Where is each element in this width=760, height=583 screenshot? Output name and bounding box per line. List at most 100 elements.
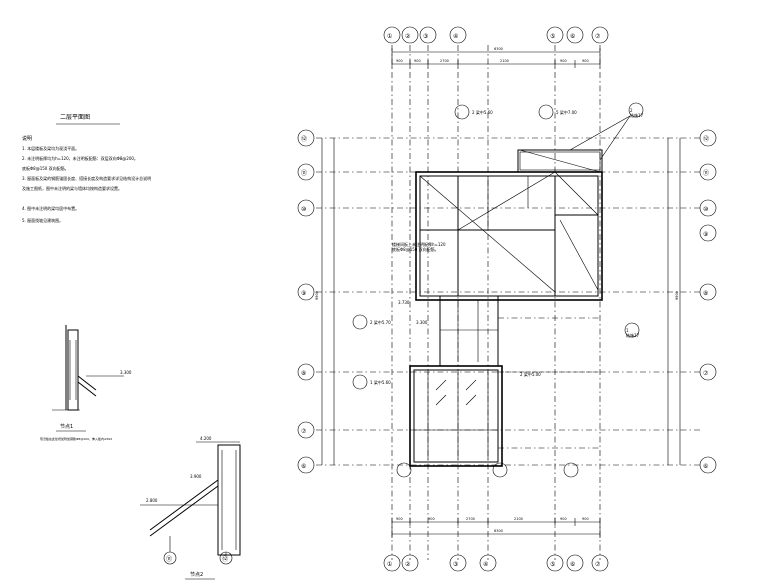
lower-block-outline (409, 365, 503, 467)
note-7: 5. 屋面找坡见建筑图。 (22, 217, 63, 223)
right-axis-label: ⑫ (703, 135, 709, 143)
axis-bubble (449, 26, 467, 44)
bottom-dim-seg: 900 (560, 517, 567, 521)
left-axis-label: ⑨ (301, 290, 306, 297)
bottom-axis-label: ④ (483, 561, 488, 568)
detail2-axis-b: ⑫ (222, 555, 228, 563)
right-axis-label: ⑩ (703, 206, 708, 213)
bottom-axis-bubbles: ① ② ③ ④ ⑤ ⑥ ⑦ (383, 554, 609, 572)
axis-bubble (401, 554, 419, 572)
notes-heading: 说明 (22, 135, 32, 142)
detail-2: 4.200 3.900 2.800 ⑪ ⑫ 节点2 (140, 436, 241, 580)
detail2-axis-b-bubble (219, 551, 233, 565)
section-ref-bubble (624, 322, 640, 338)
bottom-dim-seg: 2700 (466, 517, 475, 521)
left-axis-label: ⑩ (301, 206, 306, 213)
section-ref-bubble (563, 462, 579, 478)
bottom-axis-label: ③ (453, 561, 458, 568)
top-dim-seg: 2100 (500, 59, 509, 63)
axis-bubble (546, 554, 564, 572)
top-axis-label: ⑤ (550, 33, 555, 40)
middle-stair-block (439, 295, 499, 367)
axis-bubble (297, 199, 315, 217)
note-6: 4. 图中未注明的梁均居中布置。 (22, 205, 79, 211)
top-dim-seg: 900 (560, 59, 567, 63)
note-5: 及施工图纸，图中未注明的梁与墙体均按构造要求设置。 (22, 185, 122, 191)
axis-grid (316, 45, 700, 560)
right-axis-label: ⑧ (703, 290, 708, 297)
axis-bubble (449, 554, 467, 572)
detail2-axis-a-bubble (163, 551, 177, 565)
top-axis-label: ⑥ (570, 33, 575, 40)
top-axis-label: ③ (423, 33, 428, 40)
axis-bubble (566, 554, 584, 572)
bottom-dim-seg: 900 (428, 517, 435, 521)
beam-label-a: 2 梁中5.60 (472, 109, 493, 115)
detail-1: 3.300 节点1 现浇板在此处增加附加钢筋Φ8@200，伸入板内≥500 (40, 325, 132, 441)
bottom-axis-label: ① (387, 561, 392, 568)
bottom-axis-label: ⑤ (550, 561, 555, 568)
axis-bubble (591, 554, 609, 572)
left-axis-bubbles: ⑫ ⑪ ⑩ ⑨ ⑧ ⑦ ⑥ (297, 129, 315, 474)
top-dim-seg: 900 (582, 59, 589, 63)
axis-bubble (297, 456, 315, 474)
top-axis-bubbles: ① ② ③ ④ ⑤ ⑥ ⑦ (383, 26, 609, 44)
axis-bubble (546, 26, 564, 44)
drawing-title: 二层平面图 (60, 114, 90, 121)
axis-bubble (566, 26, 584, 44)
note-3: 底板Φ8@150 双向配筋。 (22, 165, 69, 171)
right-axis-label: ⑨ (703, 231, 708, 238)
axis-bubble (699, 163, 717, 181)
top-axis-label: ① (387, 33, 392, 40)
right-axis-bubbles: ⑫ ⑪ ⑩ ⑨ ⑧ ⑦ ⑥ (699, 129, 717, 474)
right-axis-label: ⑪ (703, 169, 709, 177)
plan-annotations: 2 梁中5.60 5 梁中7.00 2 梁中5.70 1 梁中5.60 2 梁中… (352, 102, 644, 478)
bottom-axis-label: ② (405, 561, 411, 568)
axis-bubble (699, 199, 717, 217)
left-axis-label: ⑫ (301, 135, 307, 143)
section-ref-bubble (492, 462, 508, 478)
left-axis-label: ⑥ (301, 463, 306, 470)
beam-ref-bubble (352, 374, 368, 390)
axis-bubble (419, 26, 437, 44)
section-ref-bubble (396, 462, 412, 478)
axis-bubble (297, 283, 315, 301)
bottom-axis-label: ⑦ (595, 561, 601, 568)
axis-bubble (479, 554, 497, 572)
dimension-right: 9900 (667, 138, 681, 465)
axis-bubble (401, 26, 419, 44)
dimension-bottom: 900 900 2700 2100 900 900 6300 (391, 517, 601, 538)
elevation-2: 3.300 (416, 320, 428, 325)
bottom-dim-seg: 2100 (514, 517, 523, 521)
left-axis-label: ⑪ (301, 169, 307, 177)
detail1-elev: 3.300 (120, 370, 132, 375)
left-axis-label: ⑦ (301, 428, 307, 435)
detail2-axis-a: ⑪ (166, 555, 172, 563)
beam-ref-bubble (538, 104, 554, 120)
top-axis-label: ② (405, 33, 411, 40)
axis-bubble (383, 554, 401, 572)
axis-bubble (699, 283, 717, 301)
beam-label-d: 1 梁中5.60 (370, 379, 391, 385)
axis-bubble (699, 129, 717, 147)
bottom-axis-label: ⑥ (570, 561, 575, 568)
axis-bubble (383, 26, 401, 44)
axis-bubble (699, 224, 717, 242)
axis-bubble (297, 421, 315, 439)
section-ref-bubble (628, 102, 644, 118)
detail2-elev-top: 4.200 (200, 436, 212, 441)
axis-bubble (297, 363, 315, 381)
beam-label-c: 2 梁中5.70 (370, 319, 391, 325)
notes-list: 1. 本层楼板及梁均为现浇平面。 2. 未注明板厚均为h=120，未注明板配筋：… (22, 145, 151, 223)
top-dim-seg: 2700 (440, 59, 449, 63)
detail1-label: 节点1 (60, 424, 73, 430)
detail1-note: 现浇板在此处增加附加钢筋Φ8@200，伸入板内≥500 (40, 436, 112, 441)
beam-ref-bubble (352, 314, 368, 330)
floor-plan (409, 149, 603, 467)
axis-bubble (297, 163, 315, 181)
top-dim-seg: 900 (414, 59, 421, 63)
axis-bubble (591, 26, 609, 44)
